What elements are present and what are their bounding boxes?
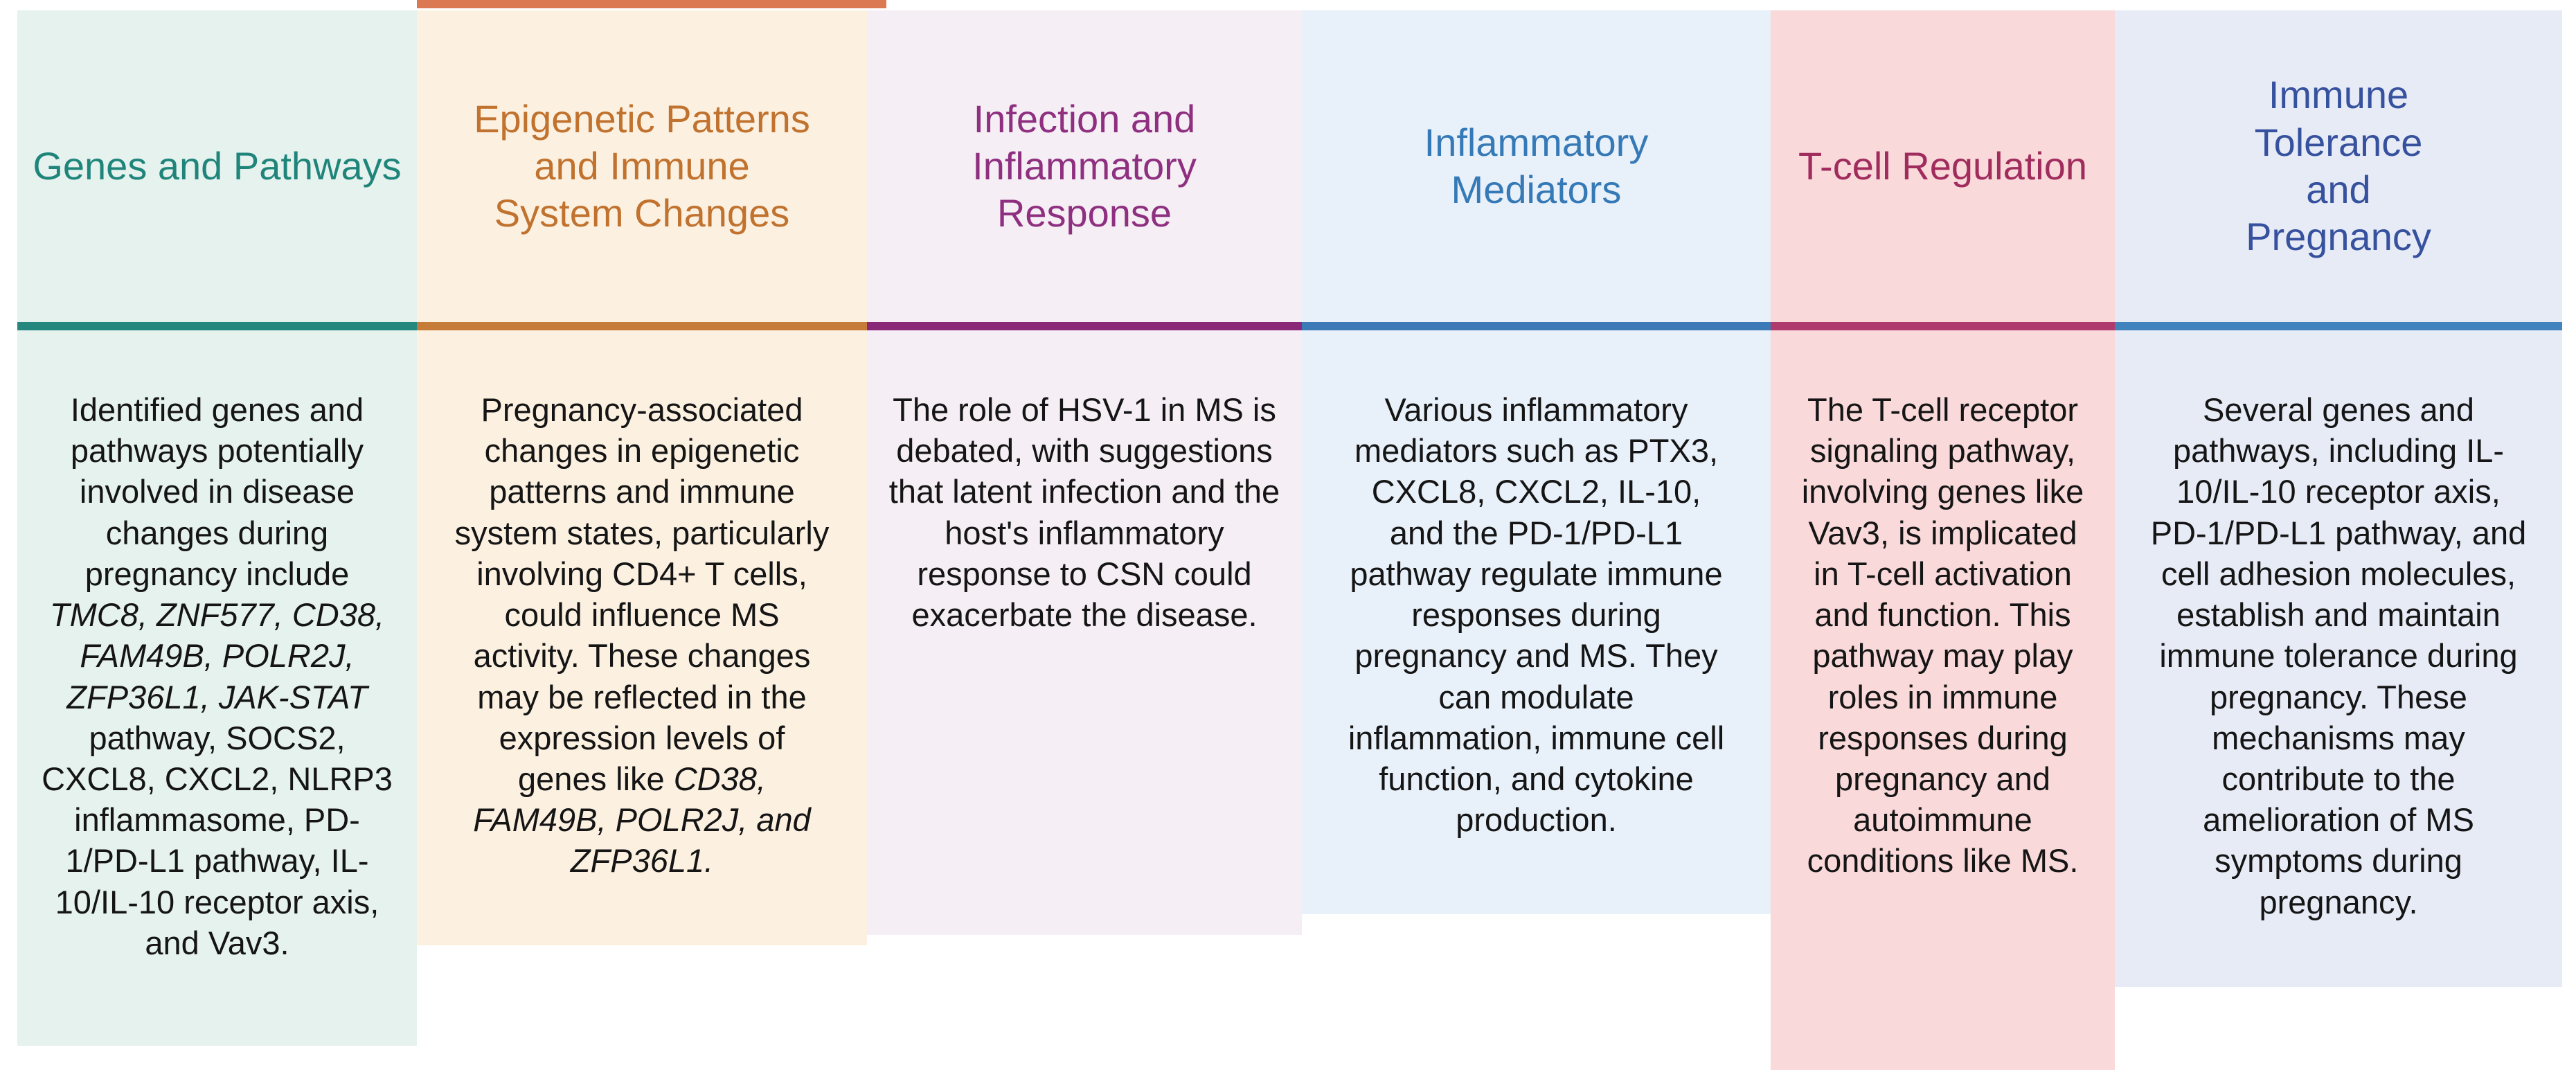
column-divider bbox=[17, 322, 417, 330]
column-title: Epigenetic Patterns and Immune System Ch… bbox=[474, 96, 810, 235]
column-epigenetic-patterns: Epigenetic Patterns and Immune System Ch… bbox=[417, 10, 867, 945]
column-divider bbox=[1771, 322, 2115, 330]
column-body: The T-cell receptor signaling pathway, i… bbox=[1771, 330, 2115, 1070]
column-genes-and-pathways: Genes and Pathways Identified genes and … bbox=[17, 10, 417, 1046]
body-text-lead: Several genes and pathways, including IL… bbox=[2150, 391, 2527, 920]
column-body: Several genes and pathways, including IL… bbox=[2115, 330, 2562, 987]
column-header: T-cell Regulation bbox=[1771, 10, 2115, 322]
column-infection-inflammatory-response: Infection and Inflammatory Response The … bbox=[867, 10, 1302, 935]
body-text-rest: pathway, SOCS2, CXCL8, CXCL2, NLRP3 infl… bbox=[42, 719, 393, 961]
column-divider bbox=[1302, 322, 1771, 330]
column-t-cell-regulation: T-cell Regulation The T-cell receptor si… bbox=[1771, 10, 2115, 1070]
body-text-lead: The T-cell receptor signaling pathway, i… bbox=[1801, 391, 2084, 880]
column-title: Inflammatory Mediators bbox=[1424, 120, 1649, 211]
column-body: Pregnancy-associated changes in epigenet… bbox=[417, 330, 867, 945]
column-divider bbox=[2115, 322, 2562, 330]
column-body: The role of HSV-1 in MS is debated, with… bbox=[867, 330, 1302, 935]
column-header: Infection and Inflammatory Response bbox=[867, 10, 1302, 322]
column-divider bbox=[417, 322, 867, 330]
column-title: T-cell Regulation bbox=[1798, 143, 2088, 188]
column-body-text: Identified genes and pathways potentiall… bbox=[37, 389, 397, 963]
column-title: Genes and Pathways bbox=[33, 143, 402, 188]
column-body-text: Pregnancy-associated changes in epigenet… bbox=[451, 389, 832, 882]
column-header: Immune Tolerance and Pregnancy bbox=[2115, 10, 2562, 322]
body-text-lead: Pregnancy-associated changes in epigenet… bbox=[454, 391, 830, 797]
top-edge-artifact bbox=[417, 0, 886, 8]
column-body-text: The T-cell receptor signaling pathway, i… bbox=[1793, 389, 2093, 882]
column-divider bbox=[867, 322, 1302, 330]
column-header: Epigenetic Patterns and Immune System Ch… bbox=[417, 10, 867, 322]
column-body-text: Various inflammatory mediators such as P… bbox=[1347, 389, 1726, 840]
column-body: Identified genes and pathways potentiall… bbox=[17, 330, 417, 1046]
column-header: Inflammatory Mediators bbox=[1302, 10, 1771, 322]
column-body: Various inflammatory mediators such as P… bbox=[1302, 330, 1771, 914]
body-text-italic: TMC8, ZNF577, CD38, FAM49B, POLR2J, ZFP3… bbox=[49, 596, 385, 715]
body-text-lead: The role of HSV-1 in MS is debated, with… bbox=[888, 391, 1280, 634]
column-immune-tolerance-pregnancy: Immune Tolerance and Pregnancy Several g… bbox=[2115, 10, 2562, 987]
column-title: Infection and Inflammatory Response bbox=[972, 96, 1197, 235]
column-body-text: Several genes and pathways, including IL… bbox=[2149, 389, 2528, 922]
column-body-text: The role of HSV-1 in MS is debated, with… bbox=[888, 389, 1281, 635]
column-header: Genes and Pathways bbox=[17, 10, 417, 322]
column-title: Immune Tolerance and Pregnancy bbox=[2246, 73, 2431, 259]
body-text-italic: CD38, FAM49B, POLR2J, and ZFP36L1. bbox=[473, 760, 811, 880]
body-text-lead: Identified genes and pathways potentiall… bbox=[70, 391, 364, 592]
body-text-lead: Various inflammatory mediators such as P… bbox=[1348, 391, 1725, 839]
column-inflammatory-mediators: Inflammatory Mediators Various inflammat… bbox=[1302, 10, 1771, 914]
